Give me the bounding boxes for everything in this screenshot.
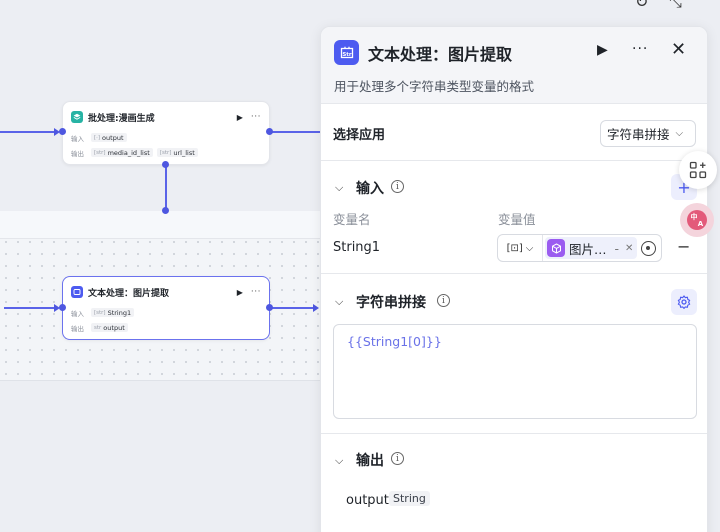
- chevron-down-icon[interactable]: ⌵: [335, 295, 344, 308]
- clear-icon[interactable]: ✕: [625, 242, 634, 254]
- output-variable-name: output: [346, 493, 389, 508]
- node-port[interactable]: [266, 128, 273, 135]
- template-textarea[interactable]: {{String1[0]}}: [333, 324, 697, 419]
- remove-variable-button[interactable]: −: [677, 237, 691, 256]
- target-icon[interactable]: [641, 240, 657, 256]
- node-port[interactable]: [59, 128, 66, 135]
- play-icon[interactable]: ▶: [236, 112, 243, 122]
- info-icon[interactable]: i: [391, 452, 404, 465]
- input-tag: [·]output: [91, 133, 127, 142]
- output-tag: [str]url_list: [156, 148, 198, 157]
- info-icon[interactable]: i: [437, 294, 450, 307]
- column-header-var-value: 变量值: [498, 212, 536, 227]
- output-label: 输出: [71, 324, 84, 333]
- chevron-down-icon[interactable]: ⌵: [335, 181, 344, 194]
- edge-into-text-node: [4, 307, 56, 309]
- more-icon[interactable]: ···: [250, 112, 261, 122]
- type-selector[interactable]: [⊡] ⌵: [498, 235, 543, 261]
- play-icon[interactable]: ▶: [236, 287, 243, 297]
- gear-icon: [677, 295, 691, 309]
- input-label: 输入: [71, 134, 84, 143]
- divider: [321, 103, 707, 104]
- panel-title: 文本处理：图片提取: [368, 45, 513, 64]
- output-type-badge: String: [389, 491, 430, 506]
- edge-into-batch-node: [0, 131, 56, 133]
- edge-arrow: [54, 304, 60, 312]
- edge-out-text-node: [270, 307, 314, 309]
- node-port[interactable]: [59, 304, 66, 311]
- divider: [321, 433, 707, 434]
- node-port[interactable]: [266, 304, 273, 311]
- more-icon[interactable]: ···: [632, 41, 649, 57]
- chevron-down-icon: ⌵: [675, 128, 684, 139]
- batch-container-header: [0, 211, 320, 239]
- edge-batch-vertical: [165, 164, 167, 210]
- str-icon: [71, 286, 83, 298]
- input-tag: [str]String1: [91, 308, 135, 317]
- settings-button[interactable]: [671, 289, 697, 315]
- reference-separator: -: [614, 240, 620, 256]
- panel-description: 用于处理多个字符串类型变量的格式: [334, 79, 535, 94]
- variable-name: String1: [333, 240, 381, 255]
- svg-text:中: 中: [691, 212, 698, 221]
- translate-button[interactable]: 中 A: [680, 203, 714, 237]
- str-logo-icon: Str: [334, 40, 359, 65]
- edge-arrow: [54, 128, 60, 136]
- output-tag: [str]media_id_list: [91, 148, 153, 157]
- output-label: 输出: [71, 149, 84, 158]
- translate-icon: 中 A: [687, 210, 707, 230]
- image-type-icon: [⊡]: [506, 242, 523, 254]
- node-title: 批处理:漫画生成: [88, 113, 155, 124]
- chevron-down-icon: ⌵: [525, 242, 534, 254]
- select-app-value: 字符串拼接: [607, 127, 670, 142]
- input-label: 输入: [71, 309, 84, 318]
- info-icon[interactable]: i: [391, 180, 404, 193]
- node-port[interactable]: [162, 207, 169, 214]
- reference-label: 图片…: [569, 241, 607, 257]
- node-port[interactable]: [162, 161, 169, 168]
- apps-icon: [689, 161, 707, 179]
- more-icon[interactable]: ···: [250, 287, 261, 297]
- output-section-title: 输出: [356, 453, 384, 469]
- panel-header: [321, 27, 707, 103]
- chevron-down-icon[interactable]: ⌵: [335, 454, 344, 467]
- variable-value-selector[interactable]: [⊡] ⌵ 图片… - ✕: [497, 234, 662, 262]
- refresh-icon[interactable]: ↻: [635, 0, 649, 11]
- close-icon[interactable]: ✕: [671, 39, 687, 60]
- run-icon[interactable]: ▶: [597, 42, 608, 58]
- apps-button[interactable]: [679, 151, 717, 189]
- cube-icon: [547, 239, 565, 257]
- column-header-var-name: 变量名: [333, 212, 371, 227]
- node-settings-panel: Str 文本处理：图片提取 ▶ ··· ✕ 用于处理多个字符串类型变量的格式 选…: [320, 26, 708, 532]
- variable-reference-chip[interactable]: 图片… - ✕: [545, 237, 638, 259]
- node-batch-comic[interactable]: 批处理:漫画生成 ▶ ··· 输入 [·]output 输出 [str]medi…: [62, 101, 270, 165]
- concat-section-title: 字符串拼接: [356, 295, 426, 311]
- select-app-label: 选择应用: [333, 128, 386, 143]
- edge-arrow: [313, 304, 319, 312]
- svg-text:Str: Str: [342, 52, 352, 58]
- edge-out-batch-node: [270, 131, 320, 133]
- node-title: 文本处理：图片提取: [88, 288, 170, 299]
- divider: [321, 273, 707, 274]
- layers-icon: [71, 111, 83, 123]
- input-section-title: 输入: [356, 181, 384, 197]
- select-app-dropdown[interactable]: 字符串拼接 ⌵: [600, 120, 696, 147]
- collapse-icon[interactable]: ⤡: [669, 0, 682, 11]
- svg-text:A: A: [698, 220, 704, 228]
- divider: [321, 160, 707, 161]
